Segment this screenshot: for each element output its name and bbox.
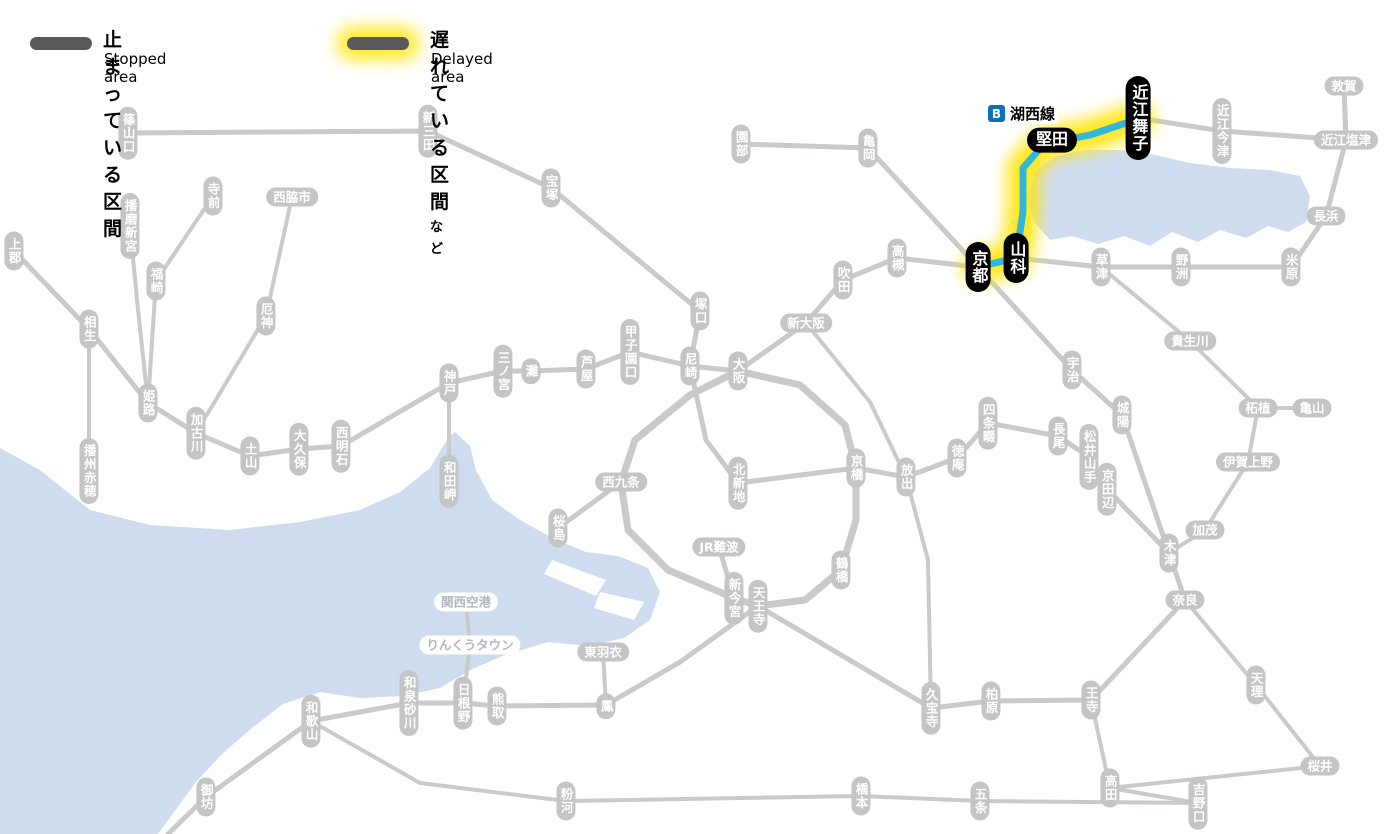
yumesaki-line (555, 479, 624, 531)
sakurai-line-line (1108, 598, 1322, 790)
kishin-line (128, 224, 150, 405)
stopped-line-swatch (30, 37, 92, 50)
wakayama-takada-line (1089, 698, 1200, 805)
tozai-line (687, 363, 859, 486)
osaka-higashi-line (804, 321, 933, 710)
yamatoji-line (755, 550, 1188, 711)
lake-biwa (1028, 150, 1310, 246)
kusatsu-line-line (1099, 265, 1260, 410)
wakayama-line-line (309, 719, 1200, 805)
kosei-north-line (1135, 115, 1349, 143)
bantan-line (146, 194, 215, 405)
harbor-land (544, 560, 606, 596)
sanin-line (738, 141, 981, 270)
stopped-label-ja: 止まっている区間 (103, 29, 123, 240)
delayed-label-en: Delayed area (431, 50, 493, 86)
kansai-east-line (1167, 406, 1314, 555)
osaka-bay (0, 432, 660, 834)
delayed-label-suffix: など (430, 220, 444, 257)
takarazuka-line (125, 128, 703, 369)
kakogawa-line (194, 195, 294, 435)
line-name-label: 湖西線 (1007, 103, 1059, 124)
stopped-label-en: Stopped area (104, 50, 167, 86)
kosei-line-label: B 湖西線 (988, 103, 1059, 124)
gakkentoshi-line (853, 420, 1172, 556)
line-letter-badge: B (988, 105, 1005, 122)
harbor-land (594, 592, 644, 620)
osaka-loop-line (617, 367, 860, 610)
hagoromo-line (601, 650, 608, 707)
delayed-line-swatch (347, 37, 409, 50)
sanyo-kobe-line (11, 248, 741, 459)
nara-line-line (975, 264, 1172, 556)
